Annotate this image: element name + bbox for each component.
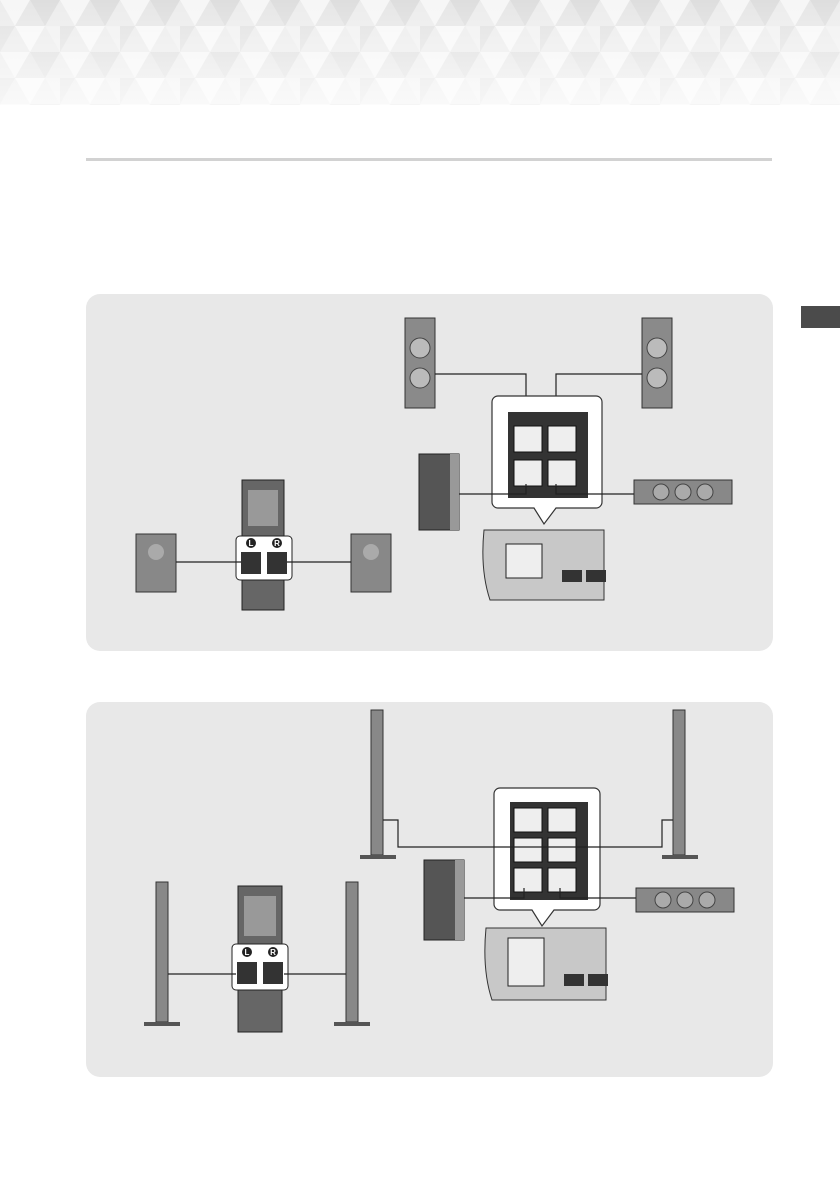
connection-panel-tallboy: L R bbox=[86, 702, 773, 1077]
right-terminal-label: R bbox=[274, 539, 280, 548]
speaker-wiring-diagram-compact: L R bbox=[86, 294, 773, 651]
section-rule bbox=[86, 158, 772, 161]
main-unit-rear-panel bbox=[485, 928, 608, 1000]
header-banner bbox=[0, 0, 840, 105]
front-left-tall-speaker bbox=[360, 710, 396, 859]
geometric-pattern-banner bbox=[0, 0, 840, 105]
surround-right-speaker bbox=[351, 534, 391, 592]
chapter-tab-icon bbox=[801, 306, 840, 328]
center-speaker bbox=[636, 888, 734, 912]
center-speaker bbox=[634, 480, 732, 504]
right-terminal-label: R bbox=[270, 948, 276, 957]
surround-right-tall-speaker bbox=[334, 882, 370, 1026]
front-left-speaker bbox=[405, 318, 435, 408]
main-unit-terminal-callout bbox=[492, 396, 602, 524]
main-unit-rear-panel bbox=[483, 530, 606, 600]
left-terminal-label: L bbox=[245, 948, 250, 957]
wireless-receiver-module: L R bbox=[236, 480, 292, 610]
wireless-receiver-module: L R bbox=[232, 886, 288, 1032]
subwoofer bbox=[419, 454, 459, 530]
subwoofer bbox=[424, 860, 464, 940]
main-unit-terminal-callout bbox=[494, 788, 600, 926]
front-right-tall-speaker bbox=[662, 710, 698, 859]
connection-panel-compact: L R bbox=[86, 294, 773, 651]
speaker-wiring-diagram-tallboy: L R bbox=[86, 702, 773, 1077]
left-terminal-label: L bbox=[249, 539, 254, 548]
front-right-speaker bbox=[642, 318, 672, 408]
surround-left-speaker bbox=[136, 534, 176, 592]
surround-left-tall-speaker bbox=[144, 882, 180, 1026]
